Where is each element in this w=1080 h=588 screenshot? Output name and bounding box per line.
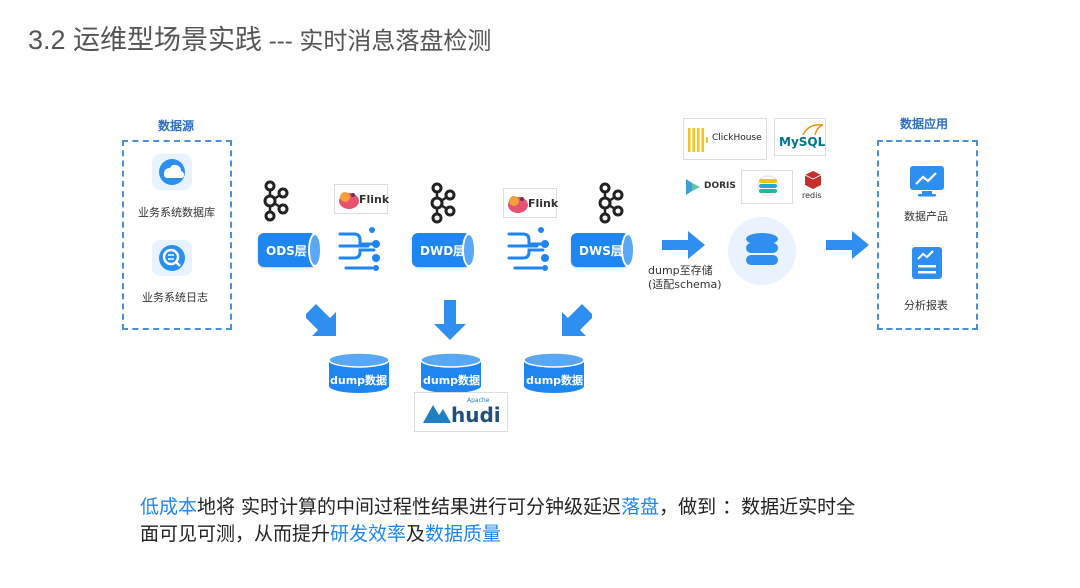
dump-store-line2: (适配schema)	[648, 278, 722, 291]
dump-label-2: dump数据	[423, 374, 481, 387]
layer-dws-label: DWS层	[579, 243, 623, 258]
redis-logo: redis	[800, 170, 826, 204]
data-product-icon	[910, 166, 944, 197]
caption-highlight: 低成本	[140, 496, 198, 518]
app-box	[877, 140, 978, 330]
clickhouse-bars-icon	[688, 128, 708, 152]
caption-highlight: 研发效率	[330, 523, 407, 545]
kafka-logo-icon	[263, 180, 289, 222]
layer-ods-label: ODS层	[266, 243, 307, 258]
flink-logo: Flink	[503, 188, 559, 218]
flink-label: Flink	[359, 193, 390, 206]
elastic-mark-icon	[757, 175, 779, 197]
dolphin-icon	[802, 123, 824, 136]
title-sub: 实时消息落盘检测	[299, 28, 492, 55]
title-main: 3.2 运维型场景实践	[28, 25, 263, 55]
source-box	[122, 140, 232, 330]
mysql-logo: MySQL	[774, 118, 826, 156]
caption-highlight: 落盘	[621, 496, 660, 518]
flink-label: Flink	[528, 197, 559, 210]
dump-label-1: dump数据	[330, 374, 388, 387]
squirrel-icon	[508, 196, 528, 213]
squirrel-icon	[339, 192, 359, 209]
arrow-down-left-icon	[306, 304, 336, 336]
arrow-down-right-icon	[562, 304, 592, 336]
source-item-db: 业务系统数据库	[138, 206, 215, 219]
caption-text-part: 及	[406, 523, 426, 545]
title-dash: ---	[262, 28, 300, 55]
report-icon	[912, 247, 942, 279]
arrow-down-icon	[434, 300, 466, 340]
hudi-tag: Apache	[467, 397, 490, 404]
app-item-report: 分析报表	[904, 299, 948, 312]
clickhouse-logo: ClickHouse	[683, 118, 767, 160]
dump-cylinder	[420, 352, 482, 393]
stream-process-icon	[507, 227, 549, 271]
caption-text-part: 地将 实时计算的中间过程性结果进行可分钟级延迟	[197, 496, 622, 518]
app-label: 数据应用	[900, 117, 949, 131]
database-cloud-icon	[152, 154, 192, 190]
database-icon	[728, 217, 796, 285]
dump-store-line1: dump至存储	[648, 264, 713, 277]
layer-dws: DWS层	[571, 233, 635, 267]
kafka-logo-icon	[598, 182, 624, 224]
doris-logo: DORIS	[684, 174, 738, 200]
arrow-right-icon	[662, 231, 705, 259]
hudi-mark-icon	[423, 405, 451, 423]
caption-text: 低成本地将 实时计算的中间过程性结果进行可分钟级延迟落盘，做到 ：数据近实时全面…	[140, 494, 860, 548]
mysql-label: MySQL	[779, 135, 826, 149]
dump-cylinder	[328, 352, 390, 393]
log-search-icon	[152, 240, 192, 276]
elasticsearch-logo	[741, 170, 793, 204]
app-item-product: 数据产品	[904, 210, 948, 223]
hudi-logo: Apache hudi	[414, 392, 508, 432]
source-item-log: 业务系统日志	[142, 291, 208, 304]
source-label: 数据源	[158, 119, 195, 133]
doris-label: DORIS	[704, 181, 736, 191]
caption-highlight: 数据质量	[425, 523, 502, 545]
layer-dwd: DWD层	[412, 233, 476, 267]
kafka-logo-icon	[430, 182, 456, 224]
arrow-right-icon	[826, 231, 869, 259]
page-title: 3.2 运维型场景实践 --- 实时消息落盘检测	[28, 18, 491, 57]
hudi-label: hudi	[451, 403, 501, 427]
layer-ods: ODS层	[258, 233, 322, 267]
stream-process-icon	[338, 227, 380, 271]
doris-mark-icon	[686, 179, 700, 195]
layer-dwd-label: DWD层	[420, 243, 466, 258]
caption-text-part: ，做到 ：数据近实时全面可见可测，从而提升	[140, 496, 856, 545]
redis-label: redis	[802, 191, 822, 200]
dump-cylinder	[523, 352, 585, 393]
flink-logo: Flink	[334, 184, 390, 214]
dump-label-3: dump数据	[526, 374, 584, 387]
clickhouse-label: ClickHouse	[712, 133, 762, 143]
redis-cube-icon	[804, 171, 822, 189]
